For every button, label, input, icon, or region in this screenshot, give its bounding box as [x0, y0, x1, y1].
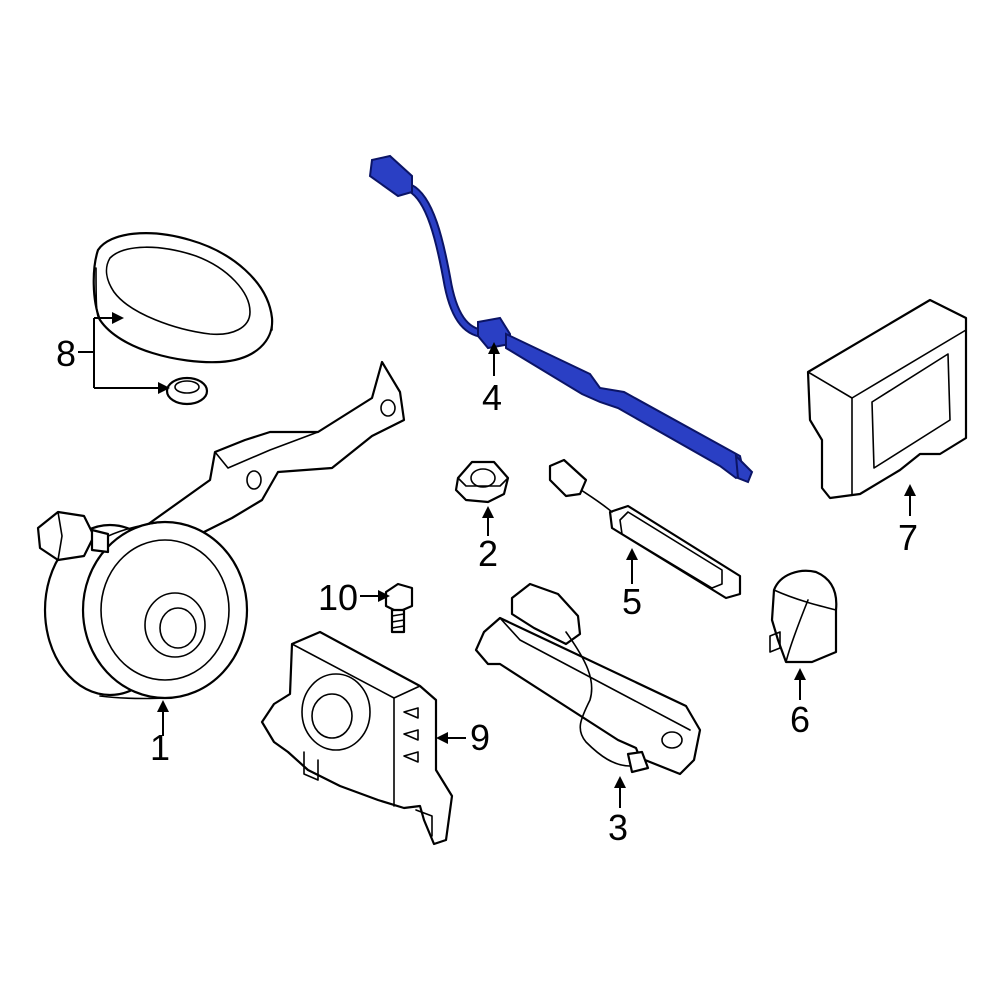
callout-8: 8: [56, 333, 76, 374]
callout-5: 5: [622, 581, 642, 622]
callout-9: 9: [470, 717, 490, 758]
callout-3: 3: [608, 807, 628, 848]
part-4-wiring-harness[interactable]: [368, 154, 754, 484]
part-9-siren-module[interactable]: [260, 630, 454, 846]
part-8-grommet[interactable]: [165, 376, 209, 406]
part-1-siren-with-bracket[interactable]: [36, 360, 406, 700]
callout-2: 2: [478, 533, 498, 574]
part-7-control-module[interactable]: [806, 298, 968, 500]
callout-1: 1: [150, 727, 170, 768]
callout-4: 4: [482, 377, 502, 418]
part-3-antenna[interactable]: [474, 582, 702, 776]
part-10-bolt[interactable]: [384, 582, 414, 634]
callout-10: 10: [318, 577, 358, 618]
leader-lines: [78, 312, 916, 808]
part-5-sensor[interactable]: [548, 458, 742, 600]
callout-labels: 1 2 3 4 5 6 7 8 9 10: [56, 333, 918, 848]
callout-6: 6: [790, 699, 810, 740]
part-2-nut[interactable]: [454, 460, 510, 504]
part-6-cover-cap[interactable]: [769, 569, 838, 664]
callout-7: 7: [898, 517, 918, 558]
part-8-key-fob[interactable]: [92, 232, 274, 364]
